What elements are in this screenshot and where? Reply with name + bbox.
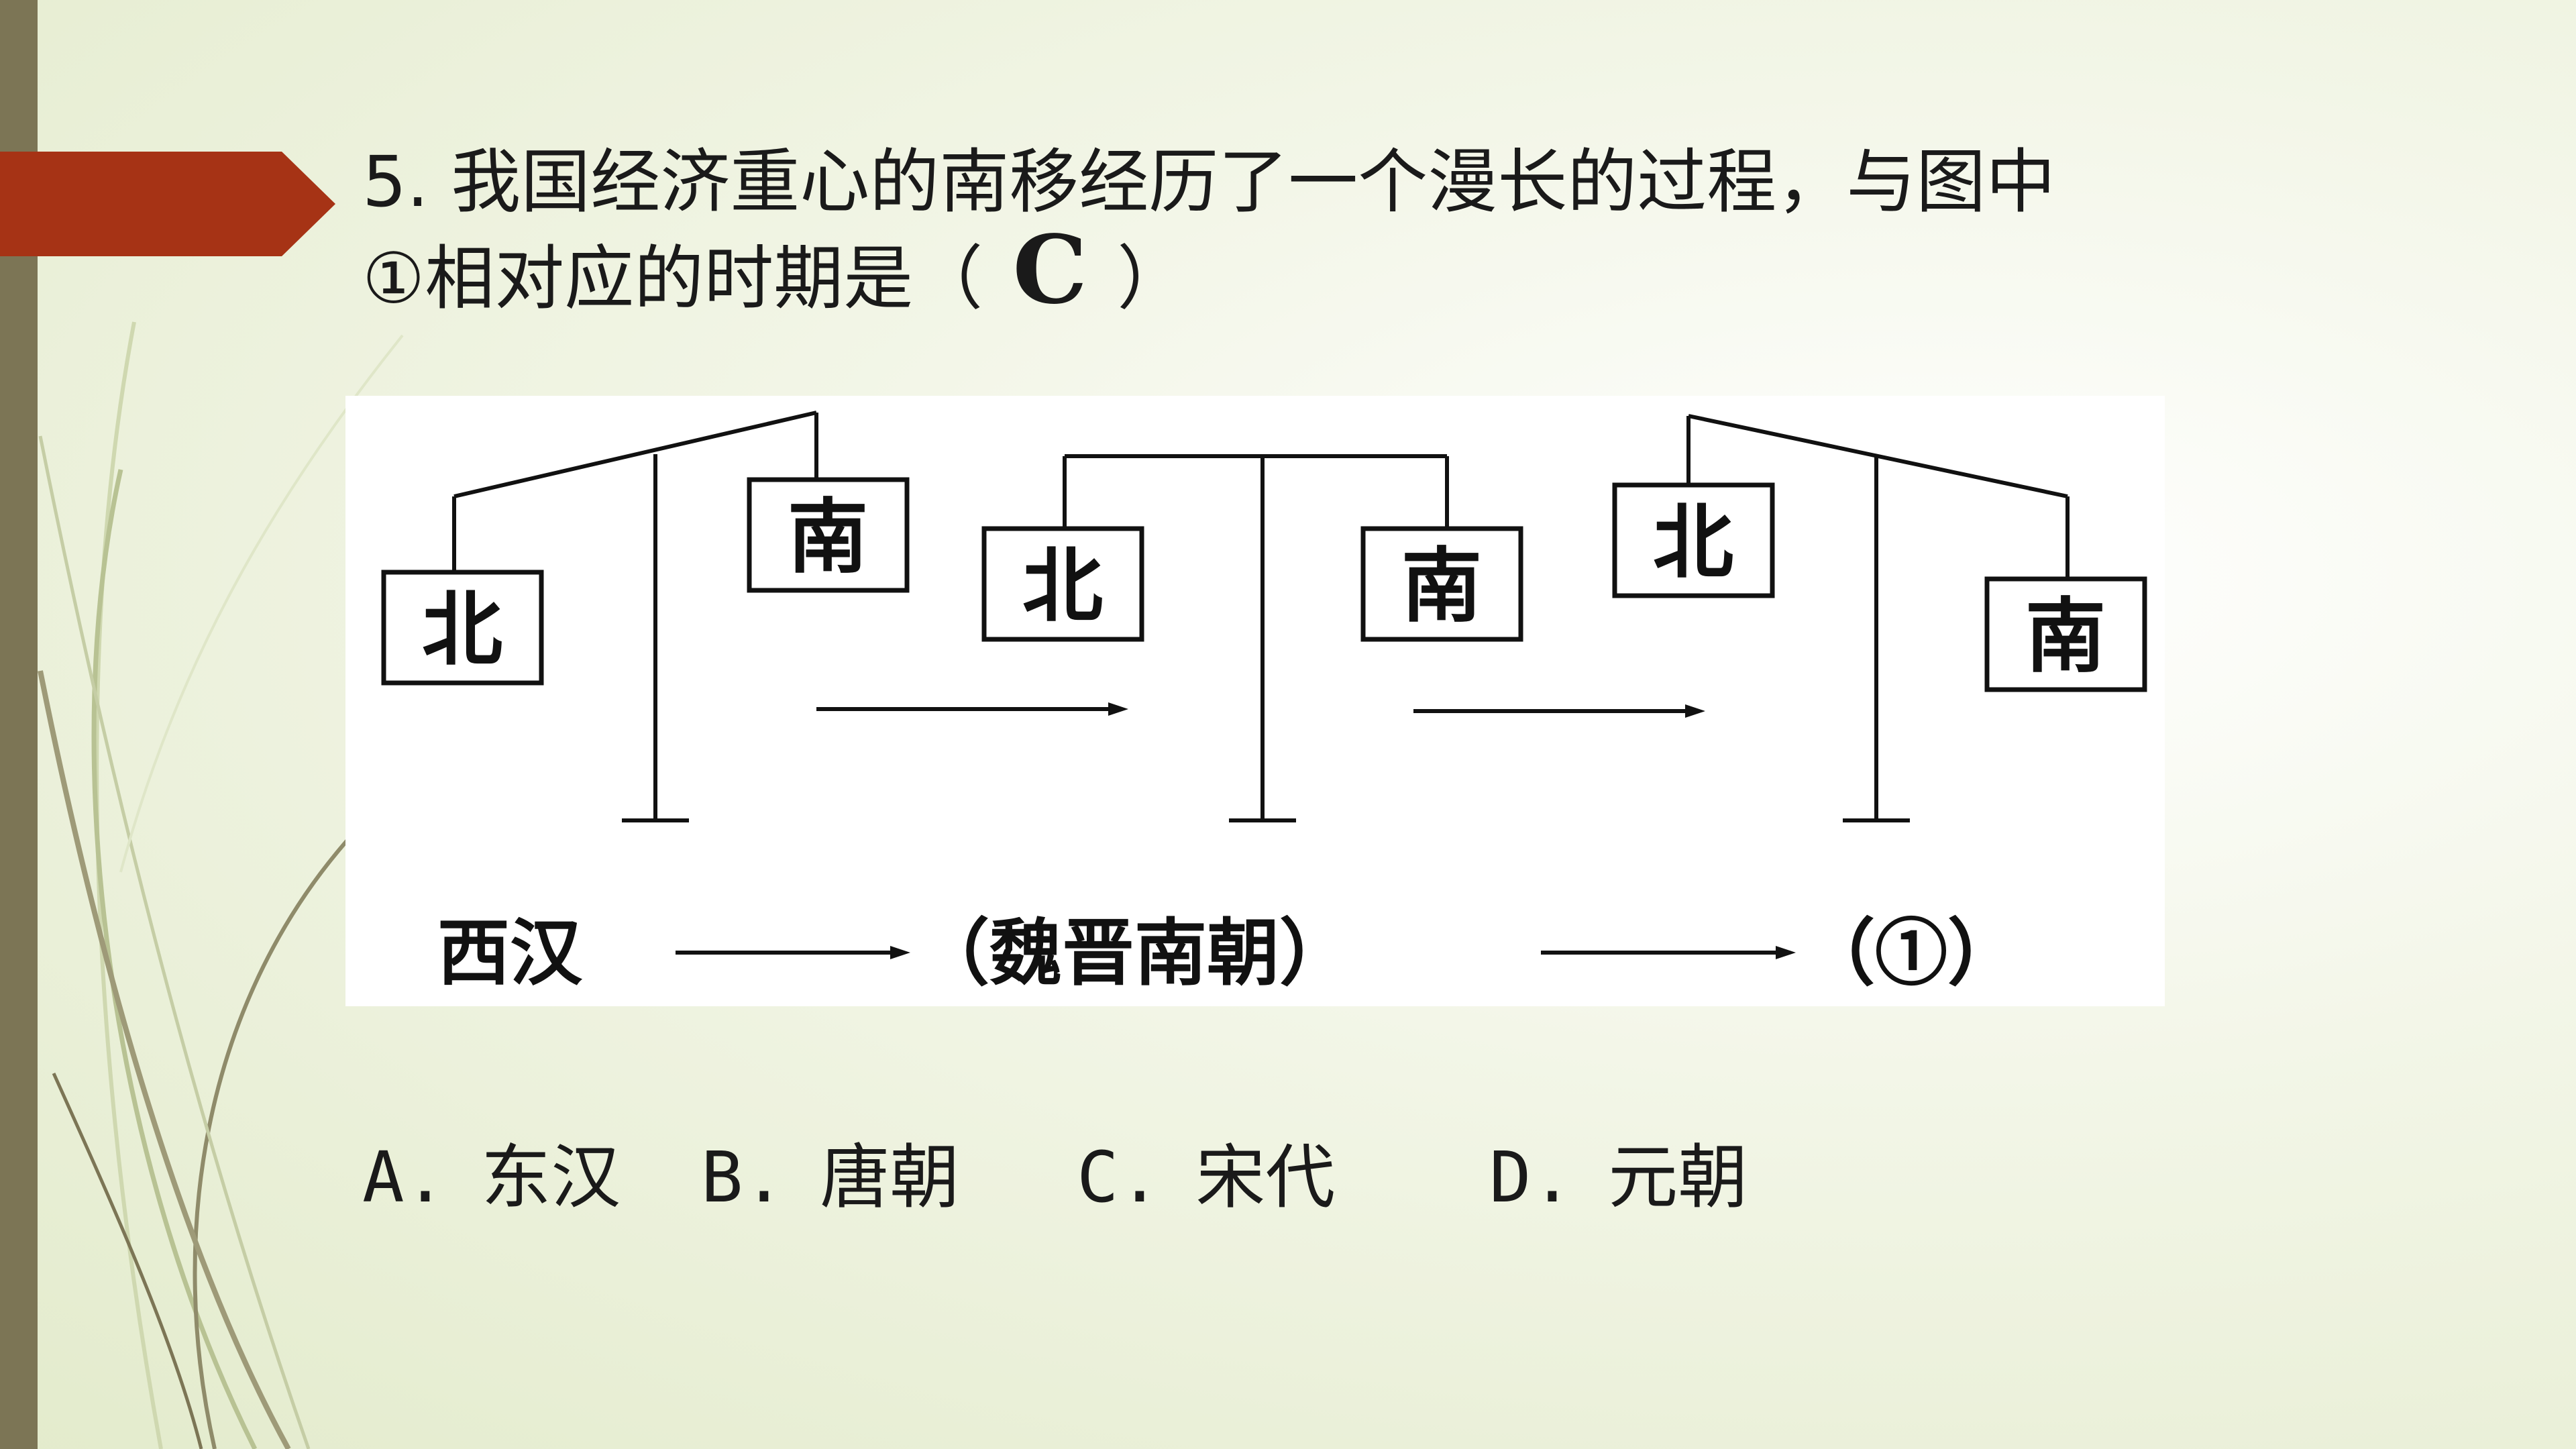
timeline-end: （①） — [1803, 911, 2020, 996]
scale1-north-label: 北 — [422, 582, 502, 677]
timeline-start: 西汉 — [437, 911, 583, 996]
option-a-letter: A. — [362, 1136, 447, 1218]
question-text: 5. 我国经济重心的南移经历了一个漫长的过程，与图中 ①相对应的时期是（ C ） — [362, 138, 2241, 323]
option-d-letter: D. — [1489, 1136, 1574, 1218]
option-c[interactable]: C. 宋代 — [1077, 1120, 1335, 1222]
timeline-middle: （魏晋南朝） — [917, 911, 1352, 996]
option-b[interactable]: B. 唐朝 — [701, 1120, 959, 1222]
scale3-south-label: 南 — [2025, 589, 2106, 684]
slide-accent-tag — [0, 152, 335, 256]
scale2-south-label: 南 — [1401, 539, 1482, 633]
figure-svg: 北 南 北 南 北 南 西汉 （魏晋南朝） （①） — [381, 411, 2147, 996]
option-b-text: 唐朝 — [820, 1136, 960, 1218]
answer-options: A. 东汉 B. 唐朝 C. 宋代 D. 元朝 — [0, 1120, 2576, 1218]
question-line-2-prefix: ①相对应的时期是（ — [362, 237, 983, 319]
question-line-1: 5. 我国经济重心的南移经历了一个漫长的过程，与图中 — [362, 141, 2056, 223]
option-a-text: 东汉 — [481, 1136, 621, 1218]
scale3-north-label: 北 — [1653, 495, 1733, 590]
option-d[interactable]: D. 元朝 — [1489, 1120, 1748, 1222]
option-d-text: 元朝 — [1608, 1136, 1748, 1218]
option-b-letter: B. — [701, 1136, 786, 1218]
scale1-south-label: 南 — [788, 490, 868, 584]
option-a[interactable]: A. 东汉 — [362, 1120, 621, 1222]
decorative-lines — [38, 321, 404, 1449]
question-line-2-suffix: ） — [1117, 237, 1187, 319]
answer-mark: C — [1012, 215, 1087, 325]
question-line-2: ①相对应的时期是（ C ） — [362, 215, 2241, 325]
scale2-north-label: 北 — [1022, 539, 1103, 633]
balance-scale-figure: 北 南 北 南 北 南 西汉 （魏晋南朝） （①） — [345, 396, 2165, 1006]
option-c-letter: C. — [1077, 1136, 1161, 1218]
option-c-text: 宋代 — [1195, 1136, 1336, 1218]
